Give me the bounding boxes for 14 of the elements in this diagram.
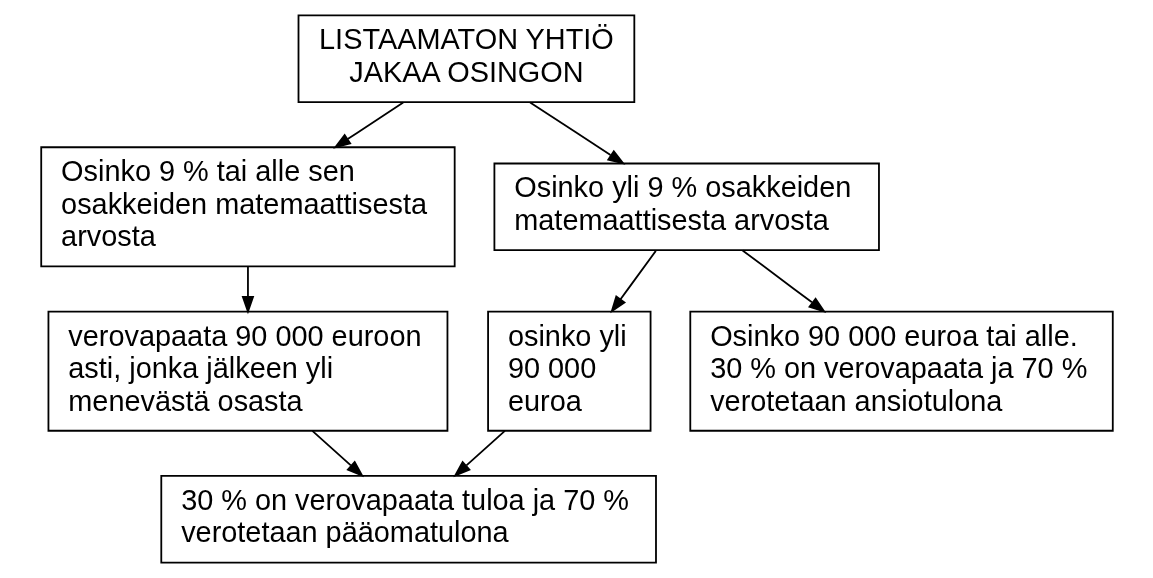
node-box: 30 % on verovapaata tuloa ja 70 % verotetaan pääomatulona: [159, 474, 657, 564]
arrow: [332, 101, 404, 149]
node-box: Osinko 90 000 euroa tai alle. 30 % on verovapaata ja 70 % verotetaan ansiotulona: [688, 310, 1114, 432]
node-box: verovapaata 90 000 euroon asti, jonka jälkeen yli menevästä osasta: [47, 310, 448, 432]
arrow: [741, 249, 826, 314]
arrow: [609, 249, 657, 314]
arrow: [241, 265, 254, 315]
arrow: [311, 429, 364, 478]
node-box: Osinko 9 % tai alle sen osakkeiden matemaattisesta arvosta: [39, 146, 456, 268]
arrow: [528, 101, 625, 165]
node-box: LISTAAMATON YHTIÖ JAKAA OSINGON: [297, 14, 635, 104]
arrow: [452, 429, 506, 478]
node-box: Osinko yli 9 % osakkeiden matemaattisesta arvosta: [493, 162, 880, 252]
node-box: osinko yli 90 000 euroa: [486, 310, 651, 432]
